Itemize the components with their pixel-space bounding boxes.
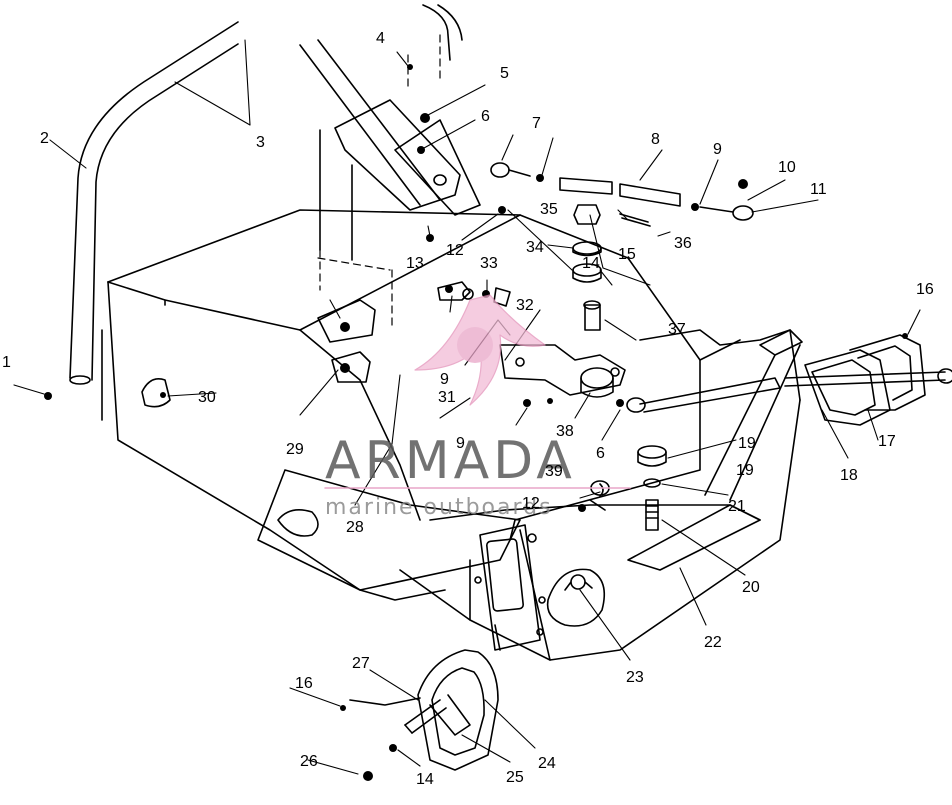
callout-label: 11 [810, 181, 827, 198]
skid-plate [257, 469, 521, 601]
callout-label: 24 [538, 755, 556, 772]
callout-label: 8 [651, 131, 660, 148]
callout-label: 15 [618, 246, 636, 263]
leader-lines [13, 39, 921, 775]
bushing-stack [572, 204, 667, 531]
pivot-plate [499, 300, 626, 398]
callout-label: 23 [626, 669, 644, 686]
callout-label: 13 [406, 255, 424, 272]
callout-label: 3 [256, 134, 265, 151]
floor-strip [627, 504, 761, 571]
callout-label: 35 [540, 201, 558, 218]
callout-label: 34 [526, 239, 544, 256]
grommet-mount [546, 568, 606, 627]
callout-label: 19 [738, 435, 756, 452]
callout-label: 1 [2, 354, 11, 371]
callout-label: 16 [916, 281, 934, 298]
callout-label: 33 [480, 255, 498, 272]
lower-bracket [349, 624, 501, 771]
callout-label: 28 [346, 519, 364, 536]
callout-label: 20 [742, 579, 760, 596]
callout-label: 32 [516, 297, 534, 314]
callout-label: 7 [532, 115, 541, 132]
callout-label: 14 [416, 771, 434, 788]
left-brackets [141, 281, 511, 408]
callout-label: 12 [522, 495, 540, 512]
spindle-brackets [704, 329, 952, 501]
watermark-logo-mark [414, 294, 546, 406]
watermark-tagline: marine outboards [325, 495, 553, 520]
callout-label: 9 [713, 141, 722, 158]
callout-label: 14 [582, 255, 600, 272]
callout-label: 36 [674, 235, 692, 252]
callout-label: 38 [556, 423, 574, 440]
callout-label: 10 [778, 159, 796, 176]
callout-label: 17 [878, 433, 896, 450]
callout-label: 19 [736, 462, 754, 479]
callout-label: 4 [376, 30, 385, 47]
callout-label: 39 [545, 463, 563, 480]
watermark-brand: ARMADA [325, 431, 576, 491]
callout-label: 37 [668, 321, 686, 338]
callout-label: 16 [295, 675, 313, 692]
chassis-plate [101, 209, 701, 591]
callout-label: 31 [438, 389, 456, 406]
steering-column [299, 39, 481, 261]
frame-housing [399, 329, 801, 661]
callout-label: 27 [352, 655, 370, 672]
phantom-lines [317, 34, 441, 331]
callout-label: 21 [728, 498, 746, 515]
callout-label: 2 [40, 130, 49, 147]
callout-label: 5 [500, 65, 509, 82]
tie-rod [490, 162, 754, 227]
callout-label: 6 [596, 445, 605, 462]
callout-label: 9 [440, 371, 449, 388]
callout-label: 29 [286, 441, 304, 458]
callout-label: 22 [704, 634, 722, 651]
callout-label: 12 [446, 242, 464, 259]
callout-label: 6 [481, 108, 490, 125]
callout-label: 9 [456, 435, 465, 452]
callout-label: 25 [506, 769, 524, 786]
callout-label: 18 [840, 467, 858, 484]
callout-label: 26 [300, 753, 318, 770]
callout-label: 30 [198, 389, 216, 406]
roll-bar [69, 4, 463, 385]
